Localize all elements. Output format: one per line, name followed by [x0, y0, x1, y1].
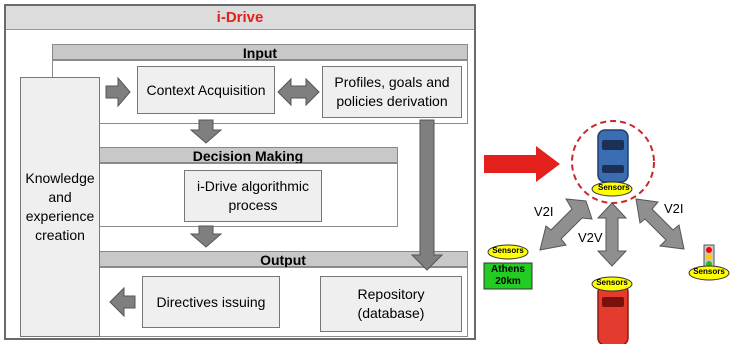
blue-car-icon — [597, 129, 629, 183]
v2i-right-arrow-icon — [635, 198, 685, 250]
arrow-down-to-decision-icon — [189, 119, 223, 144]
repository-box: Repository (database) — [320, 276, 462, 332]
sensor-label-traffic-light: Sensors — [693, 267, 725, 276]
directives-label: Directives issuing — [156, 293, 266, 310]
red-car-icon — [597, 284, 629, 344]
sign-line-1: Athens — [491, 264, 525, 275]
profiles-line-2: policies derivation — [336, 93, 448, 109]
dashed-focus-circle — [571, 120, 655, 204]
traffic-light-icon — [703, 244, 715, 270]
sensor-badge-red-car — [591, 276, 633, 292]
sensor-badge-blue-car — [591, 181, 633, 197]
sign-line-2: 20km — [495, 276, 521, 287]
v2i-left-arrow-icon — [539, 198, 593, 251]
arrow-directives-out-icon — [109, 286, 136, 318]
repository-line-1: Repository — [357, 286, 425, 303]
context-acquisition-label: Context Acquisition — [146, 81, 266, 98]
double-arrow-icon — [277, 77, 320, 107]
arrow-down-to-output-icon — [189, 225, 223, 248]
decision-band: Decision Making — [98, 147, 398, 164]
v2i-left-label: V2I — [534, 204, 554, 219]
output-band: Output — [98, 251, 468, 268]
knowledge-line-1: Knowledge — [25, 170, 95, 187]
big-red-arrow-icon — [484, 146, 560, 182]
knowledge-line-2: and — [48, 189, 72, 206]
algorithmic-line-2: process — [228, 197, 278, 213]
knowledge-box: Knowledge and experience creation — [20, 77, 100, 337]
algorithmic-line-1: i-Drive algorithmic — [196, 178, 310, 195]
algorithmic-box: i-Drive algorithmic process — [184, 170, 322, 222]
arrow-profiles-to-repository-icon — [410, 119, 444, 271]
sensor-label-red-car: Sensors — [596, 278, 628, 287]
knowledge-line-4: creation — [35, 226, 85, 243]
v2v-arrow-icon — [596, 202, 628, 267]
repository-line-2: (database) — [357, 305, 425, 321]
athens-sign — [483, 262, 533, 290]
idrive-title: i-Drive — [6, 6, 474, 30]
sensor-badge-roadside — [487, 244, 529, 260]
sensor-label-roadside: Sensors — [492, 246, 524, 255]
knowledge-line-3: experience — [25, 208, 95, 224]
sensor-badge-traffic-light — [688, 265, 730, 281]
input-band: Input — [52, 44, 468, 61]
sensor-label-blue-car: Sensors — [598, 183, 630, 192]
arrow-to-context-icon — [105, 76, 131, 108]
profiles-box: Profiles, goals and policies derivation — [322, 66, 462, 118]
v2v-label: V2V — [578, 230, 603, 245]
directives-box: Directives issuing — [142, 276, 280, 328]
profiles-line-1: Profiles, goals and — [334, 74, 450, 91]
athens-sign-text: Athens 20km — [484, 264, 532, 288]
v2i-right-label: V2I — [664, 201, 684, 216]
context-acquisition-box: Context Acquisition — [137, 66, 275, 114]
